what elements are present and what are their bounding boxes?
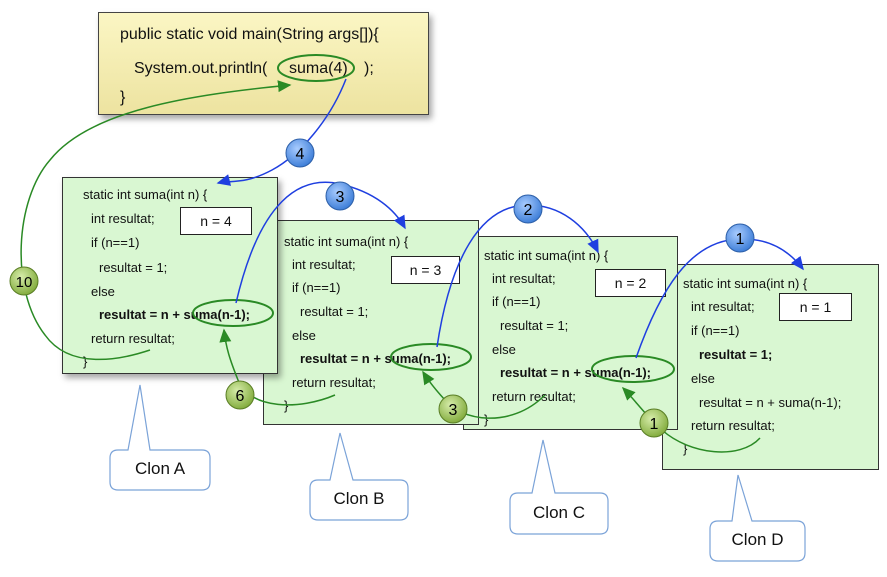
clone-a-line-3: if (n==1) [91,235,140,250]
main-line-3: } [120,89,126,106]
call-arrow-1 [635,238,804,359]
call-arrow-2 [436,204,599,348]
clone-b-line-6: resultat = n + suma(n-1); [300,351,451,366]
callout-d-shape [709,474,806,562]
return-arrow-10 [20,80,292,361]
svg-text:4: 4 [296,146,305,163]
call-badge-2: 2 [513,194,543,224]
clone-a-line-8: } [83,354,88,369]
svg-text:3: 3 [449,402,458,419]
clone-c-line-1: static int suma(int n) { [484,248,609,263]
clone-a-line-5: else [91,284,115,299]
ellipse-clone-c-call [591,355,675,383]
svg-text:3: 3 [336,189,345,206]
clone-d-line-8: } [683,441,688,456]
ellipse-clone-b-call [390,343,472,371]
call-badge-1: 1 [725,223,755,253]
clone-d-line-4: resultat = 1; [699,347,773,362]
callout-clon-c: Clon C [533,503,585,522]
return-badge-6: 6 [225,380,255,410]
return-badge-3: 3 [438,394,468,424]
call-arrow-4 [216,78,347,186]
clone-c-box: static int suma(int n) { int resultat; i… [463,236,678,430]
clone-d-n-value: n = 1 [779,293,852,321]
callout-b-shape [309,432,409,521]
clone-d-line-5: else [691,371,715,386]
return-arrow-1 [621,386,761,453]
clone-c-line-3: if (n==1) [492,294,541,309]
clone-d-line-2: int resultat; [691,299,755,314]
clone-b-line-2: int resultat; [292,257,356,272]
main-call-suma: suma(4) [289,60,348,77]
callout-c-shape [509,439,609,535]
main-line-1: public static void main(String args[]){ [120,26,379,43]
svg-text:6: 6 [236,388,245,405]
svg-text:1: 1 [650,416,659,433]
clone-d-line-6: resultat = n + suma(n-1); [699,395,842,410]
call-arrow-3 [235,181,406,304]
clone-c-line-5: else [492,342,516,357]
svg-text:10: 10 [16,274,33,291]
main-line-2-prefix: System.out.println( [134,60,268,77]
callout-clon-d: Clon D [731,530,784,549]
ellipse-clone-a-call [192,299,274,327]
clone-a-line-7: return resultat; [91,331,175,346]
clone-b-line-1: static int suma(int n) { [284,234,409,249]
clone-b-n-value: n = 3 [391,256,460,284]
clone-d-box: static int suma(int n) { int resultat; i… [662,264,879,470]
call-badge-4: 4 [285,138,315,168]
clone-c-n-value: n = 2 [595,269,666,297]
main-method-box: public static void main(String args[]){ … [98,12,429,115]
clone-a-line-1: static int suma(int n) { [83,187,208,202]
svg-text:2: 2 [524,202,533,219]
clone-b-line-5: else [292,328,316,343]
clone-c-line-4: resultat = 1; [500,318,569,333]
clone-a-line-2: int resultat; [91,211,155,226]
clone-b-line-7: return resultat; [292,375,376,390]
clone-d-line-3: if (n==1) [691,323,740,338]
clone-c-line-2: int resultat; [492,271,556,286]
callout-clon-a: Clon A [134,459,186,478]
svg-text:1: 1 [736,231,745,248]
return-badge-10: 10 [9,266,39,296]
clone-a-box: static int suma(int n) { int resultat; i… [62,177,278,374]
clone-c-line-7: return resultat; [492,389,576,404]
callout-a-shape [109,384,211,491]
call-badge-3: 3 [325,181,355,211]
clone-d-line-1: static int suma(int n) { [683,276,808,291]
main-line-2-suffix: ); [364,60,374,77]
clone-d-line-7: return resultat; [691,418,775,433]
ellipse-main-call [277,54,355,82]
clone-b-line-4: resultat = 1; [300,304,369,319]
clone-a-n-value: n = 4 [180,207,252,235]
clone-c-line-8: } [484,412,489,427]
clone-b-line-3: if (n==1) [292,280,341,295]
callout-clon-b: Clon B [333,489,385,508]
return-badge-1: 1 [639,408,669,438]
clone-a-line-6: resultat = n + suma(n-1); [99,307,250,322]
clone-a-line-4: resultat = 1; [99,260,168,275]
